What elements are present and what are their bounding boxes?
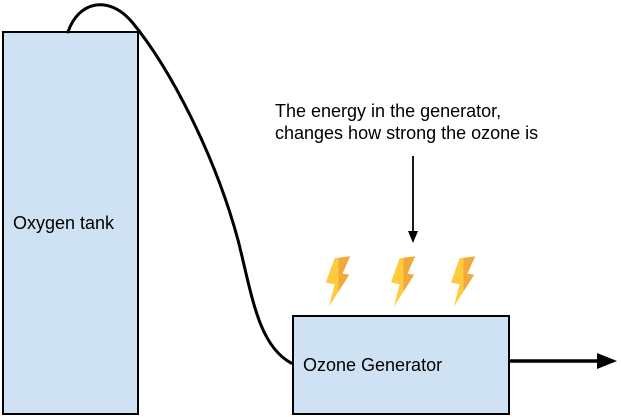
annotation-line-2: changes how strong the ozone is bbox=[275, 123, 539, 143]
annotation-line-1: The energy in the generator, bbox=[275, 101, 502, 121]
annotation-text: The energy in the generator, changes how… bbox=[275, 100, 538, 144]
generator-output-arrow-icon bbox=[510, 353, 617, 369]
lightning-bolt-icon bbox=[325, 256, 351, 307]
oxygen-tank-box: Oxygen tank bbox=[2, 31, 139, 415]
oxygen-tank-label: Oxygen tank bbox=[13, 212, 115, 233]
annotation-down-arrow-icon bbox=[408, 156, 418, 243]
lightning-bolt-icon bbox=[450, 256, 476, 307]
lightning-bolt-icon bbox=[390, 256, 416, 307]
ozone-generator-label: Ozone Generator bbox=[303, 354, 443, 375]
ozone-generator-box: Ozone Generator bbox=[292, 315, 510, 415]
